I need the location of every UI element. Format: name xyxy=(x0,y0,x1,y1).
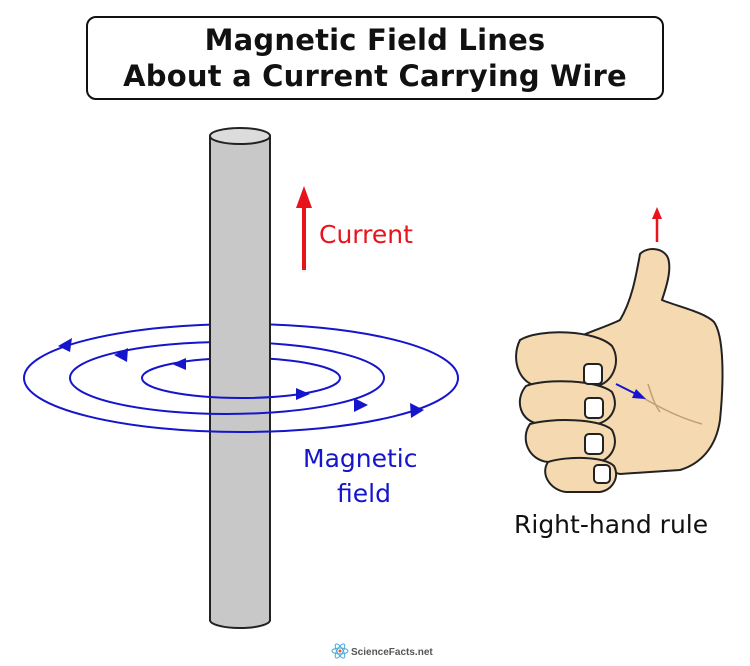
wire xyxy=(209,127,271,629)
finger-field-arrow xyxy=(615,383,646,399)
atom-icon xyxy=(331,643,349,659)
up-arrow-icon xyxy=(296,186,312,208)
fingernail xyxy=(584,397,604,419)
field-arrowheads xyxy=(58,338,424,418)
fingernail xyxy=(593,464,611,484)
up-arrow-icon xyxy=(652,207,662,219)
fingernail xyxy=(584,433,604,455)
fingernail xyxy=(583,363,603,385)
field-arrow-icon xyxy=(172,358,186,370)
title-box: Magnetic Field Lines About a Current Car… xyxy=(86,16,664,100)
title-line-1: Magnetic Field Lines xyxy=(204,23,546,57)
field-loop-middle-front xyxy=(69,377,385,415)
field-arrow-icon xyxy=(296,388,310,400)
thumb-current-arrow xyxy=(652,207,662,242)
title-line-2: About a Current Carrying Wire xyxy=(123,59,627,93)
wire-body xyxy=(209,135,271,621)
wire-top xyxy=(209,127,271,145)
arrow-icon xyxy=(632,389,646,399)
sciencefacts-logo: ScienceFacts.net xyxy=(331,643,433,659)
field-arrow-icon xyxy=(58,338,72,352)
right-hand-icon xyxy=(515,248,724,493)
field-loop-outer-front xyxy=(23,377,459,433)
right-hand-rule-label: Right-hand rule xyxy=(514,510,708,539)
current-label: Current xyxy=(319,220,413,249)
logo-text: ScienceFacts.net xyxy=(351,647,433,658)
field-arrow-icon xyxy=(114,348,128,362)
magnetic-field-label-line-2: field xyxy=(337,479,391,508)
field-arrow-icon xyxy=(410,403,424,418)
current-arrow xyxy=(296,186,312,270)
field-lines-front xyxy=(23,377,459,433)
field-arrow-icon xyxy=(354,398,368,412)
field-loop-inner-front xyxy=(141,377,341,399)
magnetic-field-label-line-1: Magnetic xyxy=(303,444,417,473)
